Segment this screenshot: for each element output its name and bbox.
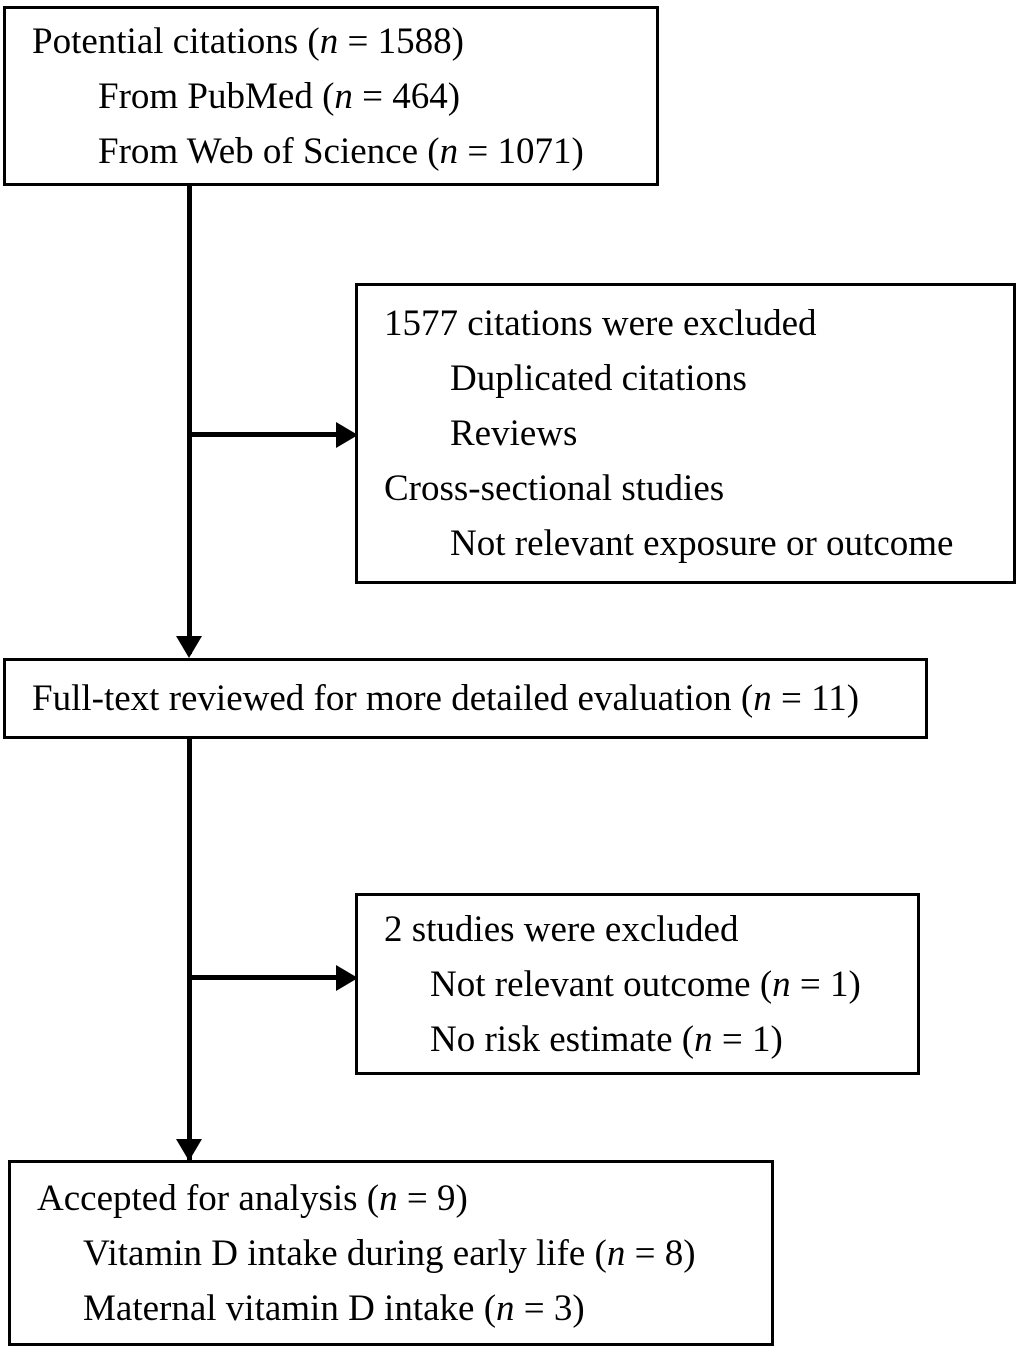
box-excluded-studies: 2 studies were excluded Not relevant out… <box>355 893 920 1075</box>
box-fulltext-reviewed: Full-text reviewed for more detailed eva… <box>3 658 928 739</box>
box-excluded-citations: 1577 citations were excluded Duplicated … <box>355 283 1016 584</box>
arrowhead-down-into-accepted <box>176 1139 202 1161</box>
box-excluded-citations-line-4: Cross-sectional studies <box>384 468 725 509</box>
connector-line-to-excluded-citations <box>189 432 339 437</box>
connector-line-to-excluded-studies <box>189 975 339 980</box>
box-excluded-citations-line-5: Not relevant exposure or outcome <box>450 523 954 564</box>
box-accepted-analysis-line-1: Accepted for analysis (n = 9) <box>37 1177 468 1219</box>
box-fulltext-reviewed-line-1: Full-text reviewed for more detailed eva… <box>32 678 860 719</box>
box-potential-citations: Potential citations (n = 1588) From PubM… <box>3 6 659 186</box>
arrowhead-right-into-excluded-citations <box>336 422 358 448</box>
box-excluded-studies-line-2: Not relevant outcome (n = 1) <box>430 963 861 1005</box>
connector-line-fulltext-to-accepted <box>187 739 192 1163</box>
box-accepted-analysis-line-2: Vitamin D intake during early life (n = … <box>83 1232 696 1274</box>
box-excluded-citations-line-1: 1577 citations were excluded <box>384 303 817 344</box>
box-accepted-analysis-line-3: Maternal vitamin D intake (n = 3) <box>83 1287 585 1329</box>
connector-line-potential-to-fulltext <box>187 186 192 654</box>
box-excluded-citations-line-2: Duplicated citations <box>450 358 747 399</box>
box-potential-citations-line-1: Potential citations (n = 1588) <box>32 20 464 62</box>
box-potential-citations-line-3: From Web of Science (n = 1071) <box>98 130 584 172</box>
box-accepted-analysis: Accepted for analysis (n = 9) Vitamin D … <box>8 1160 774 1346</box>
box-excluded-studies-line-1: 2 studies were excluded <box>384 908 739 950</box>
box-excluded-studies-line-3: No risk estimate (n = 1) <box>430 1018 783 1060</box>
box-potential-citations-line-2: From PubMed (n = 464) <box>98 75 461 117</box>
arrowhead-right-into-excluded-studies <box>336 965 358 991</box>
arrowhead-down-into-fulltext <box>176 636 202 658</box>
box-excluded-citations-line-3: Reviews <box>450 413 578 454</box>
